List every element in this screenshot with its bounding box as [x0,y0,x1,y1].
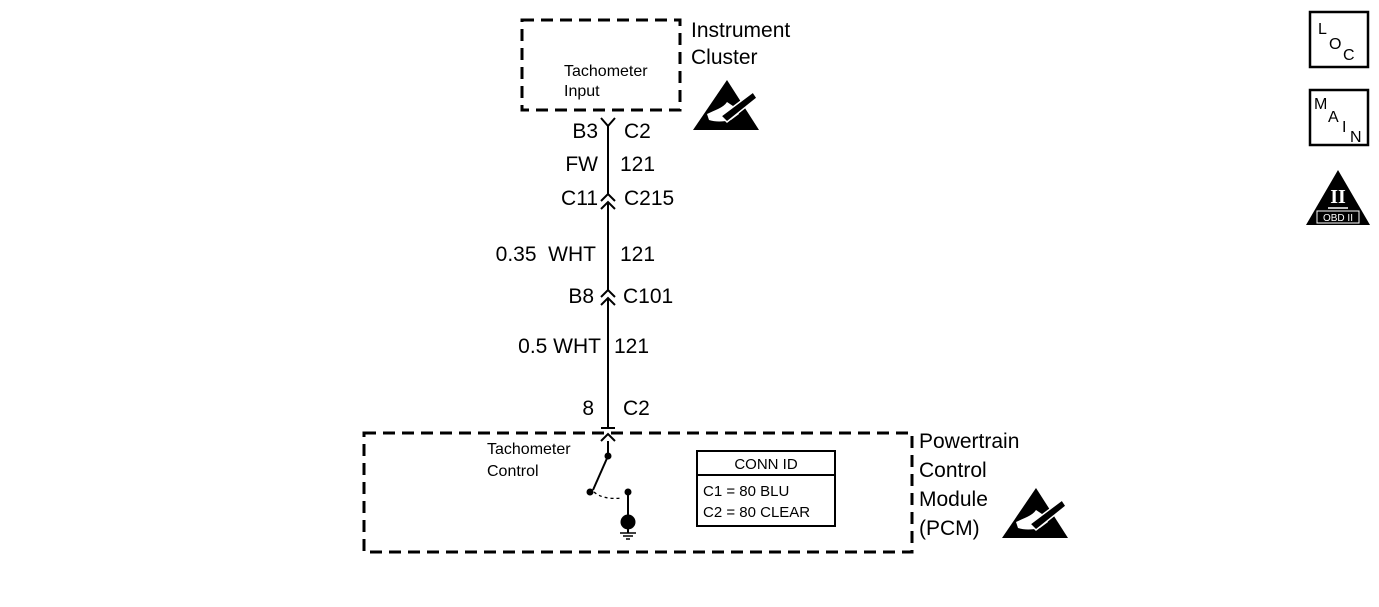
pcm-box [362,431,914,554]
tachometer-control-label-line1: Tachometer [487,441,571,458]
pcm-connector-label: C2 [623,397,650,420]
instrument-cluster-title-line1: Instrument [691,19,790,42]
loc-button[interactable]: L O C [1308,10,1370,69]
wire-spec-05-wht: 0.5 WHT [518,335,601,358]
obd-ii-button[interactable]: II OBD II [1306,170,1370,225]
wire-circuit-3: 121 [614,335,649,358]
pcm-title-line4: (PCM) [919,517,980,540]
c101-connector-label: C101 [623,285,673,308]
esd-sensitive-icon [692,79,760,131]
pcm-terminal-icon [600,427,616,442]
tachometer-control-switch-icon [586,441,636,540]
pcm-title-line1: Powertrain [919,430,1019,453]
obd-ii-symbol: II [1330,186,1346,208]
loc-letter-c: C [1343,47,1355,64]
esd-sensitive-icon-pcm [1001,487,1069,539]
pcm-title-line3: Module [919,488,988,511]
main-letter-i: I [1342,119,1346,136]
wire-circuit-1: 121 [620,153,655,176]
cluster-connector-label: C2 [624,120,651,143]
conn-id-row-1: C1 = 80 BLU [703,483,789,500]
wire-spec-035-wht: 0.35 WHT [496,243,597,266]
obd-ii-label: OBD II [1323,213,1353,224]
wire-color-fw: FW [565,153,598,176]
wire-circuit-2: 121 [620,243,655,266]
tachometer-input-label-line2: Input [564,83,600,100]
tachometer-input-label-line1: Tachometer [564,63,648,80]
instrument-cluster-title-line2: Cluster [691,46,758,69]
loc-letter-l: L [1318,21,1327,38]
pcm-title-line2: Control [919,459,987,482]
instrument-cluster-box [520,18,682,112]
cluster-pin-label: B3 [572,120,598,143]
main-letter-m: M [1314,96,1327,113]
tachometer-control-label-line2: Control [487,463,539,480]
conn-id-header: CONN ID [734,456,798,473]
c215-pin-label: C11 [561,187,598,210]
conn-id-row-2: C2 = 80 CLEAR [703,504,810,521]
cluster-terminal-icon [600,117,616,128]
main-letter-n: N [1350,129,1362,146]
main-letter-a: A [1328,109,1339,126]
main-button[interactable]: M A I N [1308,88,1370,147]
c215-connector-label: C215 [624,187,674,210]
conn-id-table: CONN ID C1 = 80 BLU C2 = 80 CLEAR [696,450,836,527]
c101-pin-label: B8 [568,285,594,308]
loc-letter-o: O [1329,36,1341,53]
pcm-pin-label: 8 [582,397,594,420]
